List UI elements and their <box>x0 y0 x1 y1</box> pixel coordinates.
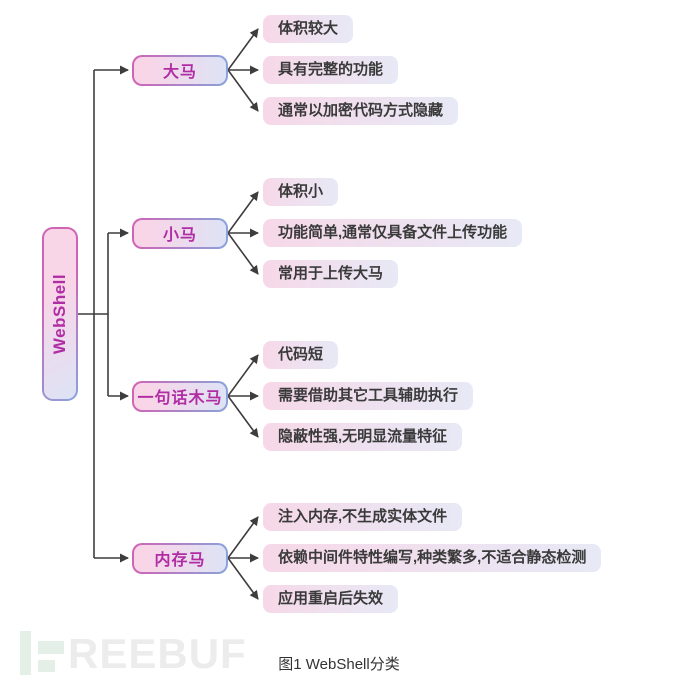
leaf-node: 应用重启后失效 <box>263 585 399 613</box>
logo-f-bars-icon <box>38 641 64 672</box>
figure-caption: 图1 WebShell分类 <box>278 656 400 673</box>
root-node-webshell: WebShell <box>42 227 78 401</box>
leaf-node: 常用于上传大马 <box>263 260 399 288</box>
leaf-node: 需要借助其它工具辅助执行 <box>263 382 474 410</box>
category-label: 内存马 <box>134 544 226 572</box>
leaf-node: 依赖中间件特性编写,种类繁多,不适合静态检测 <box>263 544 602 572</box>
leaf-node: 体积小 <box>263 178 339 206</box>
leaf-node: 注入内存,不生成实体文件 <box>263 503 463 531</box>
logo-vertical-bar-icon <box>20 631 31 675</box>
leaf-arrow <box>227 557 259 600</box>
category-node-3: 一句话木马 <box>132 380 228 412</box>
root-node-fill: WebShell <box>44 229 76 399</box>
root-node-label: WebShell <box>50 273 70 355</box>
leaf-arrow <box>227 516 259 559</box>
leaf-node: 通常以加密代码方式隐藏 <box>263 97 459 125</box>
leaf-arrow <box>227 191 259 234</box>
category-label: 小马 <box>134 219 226 247</box>
leaf-node: 体积较大 <box>263 15 354 43</box>
leaf-node: 功能简单,通常仅具备文件上传功能 <box>263 219 523 247</box>
logo-wordmark: REEBUF <box>68 630 247 677</box>
leaf-node: 具有完整的功能 <box>263 56 399 84</box>
leaf-arrow <box>227 69 259 112</box>
category-node-1: 大马 <box>132 54 228 86</box>
leaf-arrow <box>227 395 259 438</box>
category-label: 一句话木马 <box>134 382 226 410</box>
category-node-4: 内存马 <box>132 542 228 574</box>
leaf-arrow <box>227 28 259 71</box>
freebuf-logo: REEBUF <box>20 631 247 677</box>
leaf-node: 代码短 <box>263 341 339 369</box>
leaf-arrow <box>227 354 259 397</box>
category-label: 大马 <box>134 56 226 84</box>
category-node-2: 小马 <box>132 217 228 249</box>
leaf-node: 隐蔽性强,无明显流量特征 <box>263 423 463 451</box>
leaf-arrow <box>227 232 259 275</box>
